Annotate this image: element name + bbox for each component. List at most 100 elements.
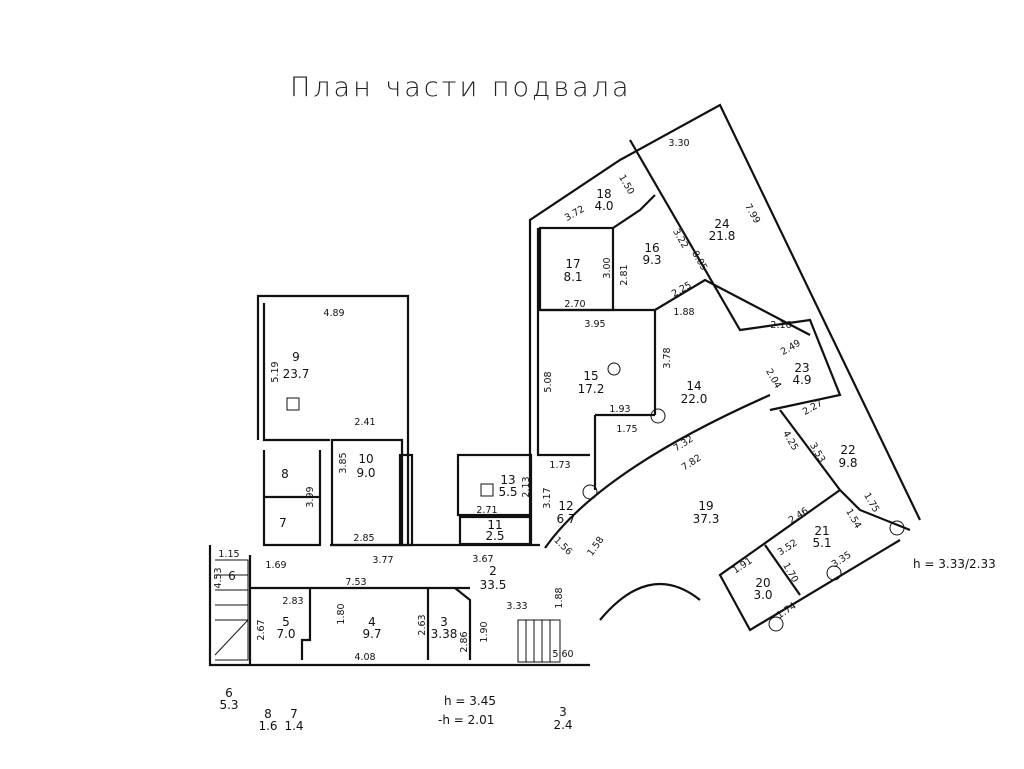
dimension-label: 7.53: [345, 577, 366, 588]
dimension-label: 2.27: [801, 398, 825, 418]
room-label: 8.1: [563, 270, 582, 284]
dimensions: 4.89 5.19 2.41 3.99 3.85 2.85 3.77 1.15 …: [213, 138, 881, 663]
room-label: 15: [583, 369, 598, 383]
dimension-label: 7.32: [672, 434, 696, 455]
dimension-label: 3.17: [542, 487, 553, 508]
dimension-label: 2.16: [770, 320, 791, 331]
dimension-label: 3.95: [584, 319, 605, 330]
room-label: 22.0: [681, 392, 708, 406]
room-label: 17.2: [578, 382, 605, 396]
dimension-label: 2.46: [787, 506, 811, 527]
dimension-label: 1.90: [479, 621, 490, 642]
room-label: 2.5: [485, 529, 504, 543]
room-label: 5.3: [219, 698, 238, 712]
room-23: 234.9: [792, 361, 811, 387]
dimension-label: 4.89: [323, 308, 344, 319]
room-label: 21: [814, 524, 829, 538]
room-7: 7: [279, 516, 287, 530]
room-16: 169.3: [642, 241, 661, 267]
dimension-label: 1.91: [731, 556, 755, 577]
dimension-label: 3.85: [338, 452, 349, 473]
dimension-label: 3.30: [668, 138, 689, 149]
room-label: 1.4: [284, 719, 303, 733]
room-18: 184.0: [594, 187, 613, 213]
dimension-label: 2.63: [417, 614, 428, 635]
dimension-label: 2.70: [564, 299, 585, 310]
room-label: 9: [292, 350, 300, 364]
room-label: 3: [440, 615, 448, 629]
dimension-label: 1.88: [554, 587, 565, 608]
dimension-label: 7.82: [680, 453, 704, 474]
dimension-label: 5.19: [270, 361, 281, 382]
room-20: 203.0: [753, 576, 772, 602]
room-label: 9.8: [838, 456, 857, 470]
room-label: 5: [282, 615, 290, 629]
room-12: 126.7: [556, 499, 575, 526]
dimension-label: 2.49: [779, 338, 803, 358]
dimension-label: 1.69: [265, 560, 286, 571]
room-label: 3.0: [753, 588, 772, 602]
room-label: 6: [225, 686, 233, 700]
room-10: 109.0: [356, 452, 375, 480]
room-label: 12: [558, 499, 573, 513]
dimension-label: 4.53: [213, 567, 224, 588]
room-label: 23: [794, 361, 809, 375]
room-9: 923.7: [283, 350, 310, 381]
room-label: 9.3: [642, 253, 661, 267]
dimension-label: 2.86: [459, 631, 470, 652]
room-label: 3.38: [431, 627, 458, 641]
dimension-label: 3.22: [670, 227, 690, 251]
room-8: 8: [281, 467, 289, 481]
room-label: 21.8: [709, 229, 736, 243]
room-label: 4: [368, 615, 376, 629]
room-2: 233.5: [480, 564, 507, 592]
height-right: h = 3.33/2.33: [913, 557, 996, 571]
dimension-label: 4.08: [354, 652, 375, 663]
dimension-label: 7.99: [742, 202, 762, 226]
dimension-label: 2.67: [256, 619, 267, 640]
dimension-label: 1.73: [549, 460, 570, 471]
room-label: 24: [714, 217, 729, 231]
room-17: 178.1: [563, 257, 582, 284]
dimension-label: 5.08: [543, 371, 554, 392]
room-label: 4.9: [792, 373, 811, 387]
dimension-label: 8.05: [689, 249, 709, 273]
room-label: 14: [686, 379, 701, 393]
dimension-label: 2.04: [763, 367, 783, 391]
dimension-label: 2.25: [670, 280, 694, 300]
room-labels: 923.7 109.0 8 7 6 57.0 49.7 33.38 233.5 …: [228, 187, 857, 641]
dimension-label: 1.80: [336, 603, 347, 624]
dimension-label: 3.67: [472, 554, 493, 565]
height-lower: -h = 2.01: [438, 713, 494, 727]
dimension-label: 3.99: [305, 486, 316, 507]
room-22: 229.8: [838, 443, 857, 470]
room-label: 8: [281, 467, 289, 481]
dimension-label: 2.85: [353, 533, 374, 544]
room-label: 7.0: [276, 627, 295, 641]
room-label: 16: [644, 241, 659, 255]
dimension-label: 3.52: [776, 538, 800, 559]
room-label: 7: [290, 707, 298, 721]
dimension-label: 3.77: [372, 555, 393, 566]
room-5: 57.0: [276, 615, 295, 641]
room-label: 33.5: [480, 578, 507, 592]
dimension-label: 1.56: [551, 535, 574, 558]
room-21: 215.1: [812, 524, 831, 550]
room-label: 3: [559, 705, 567, 719]
dimension-label: 1.88: [673, 307, 694, 318]
room-label: 13: [500, 473, 515, 487]
room-label: 6: [228, 569, 236, 583]
room-label: 5.5: [498, 485, 517, 499]
dimension-label: 3.00: [602, 257, 613, 278]
dimension-label: 1.15: [218, 549, 239, 560]
room-label: 10: [358, 452, 373, 466]
dimension-label: 3.72: [563, 204, 587, 224]
room-label: 7: [279, 516, 287, 530]
room-3: 33.38: [431, 615, 458, 641]
room-label: 8: [264, 707, 272, 721]
dimension-label: 3.33: [506, 601, 527, 612]
room-label: 37.3: [693, 512, 720, 526]
dimension-label: 2.71: [476, 505, 497, 516]
